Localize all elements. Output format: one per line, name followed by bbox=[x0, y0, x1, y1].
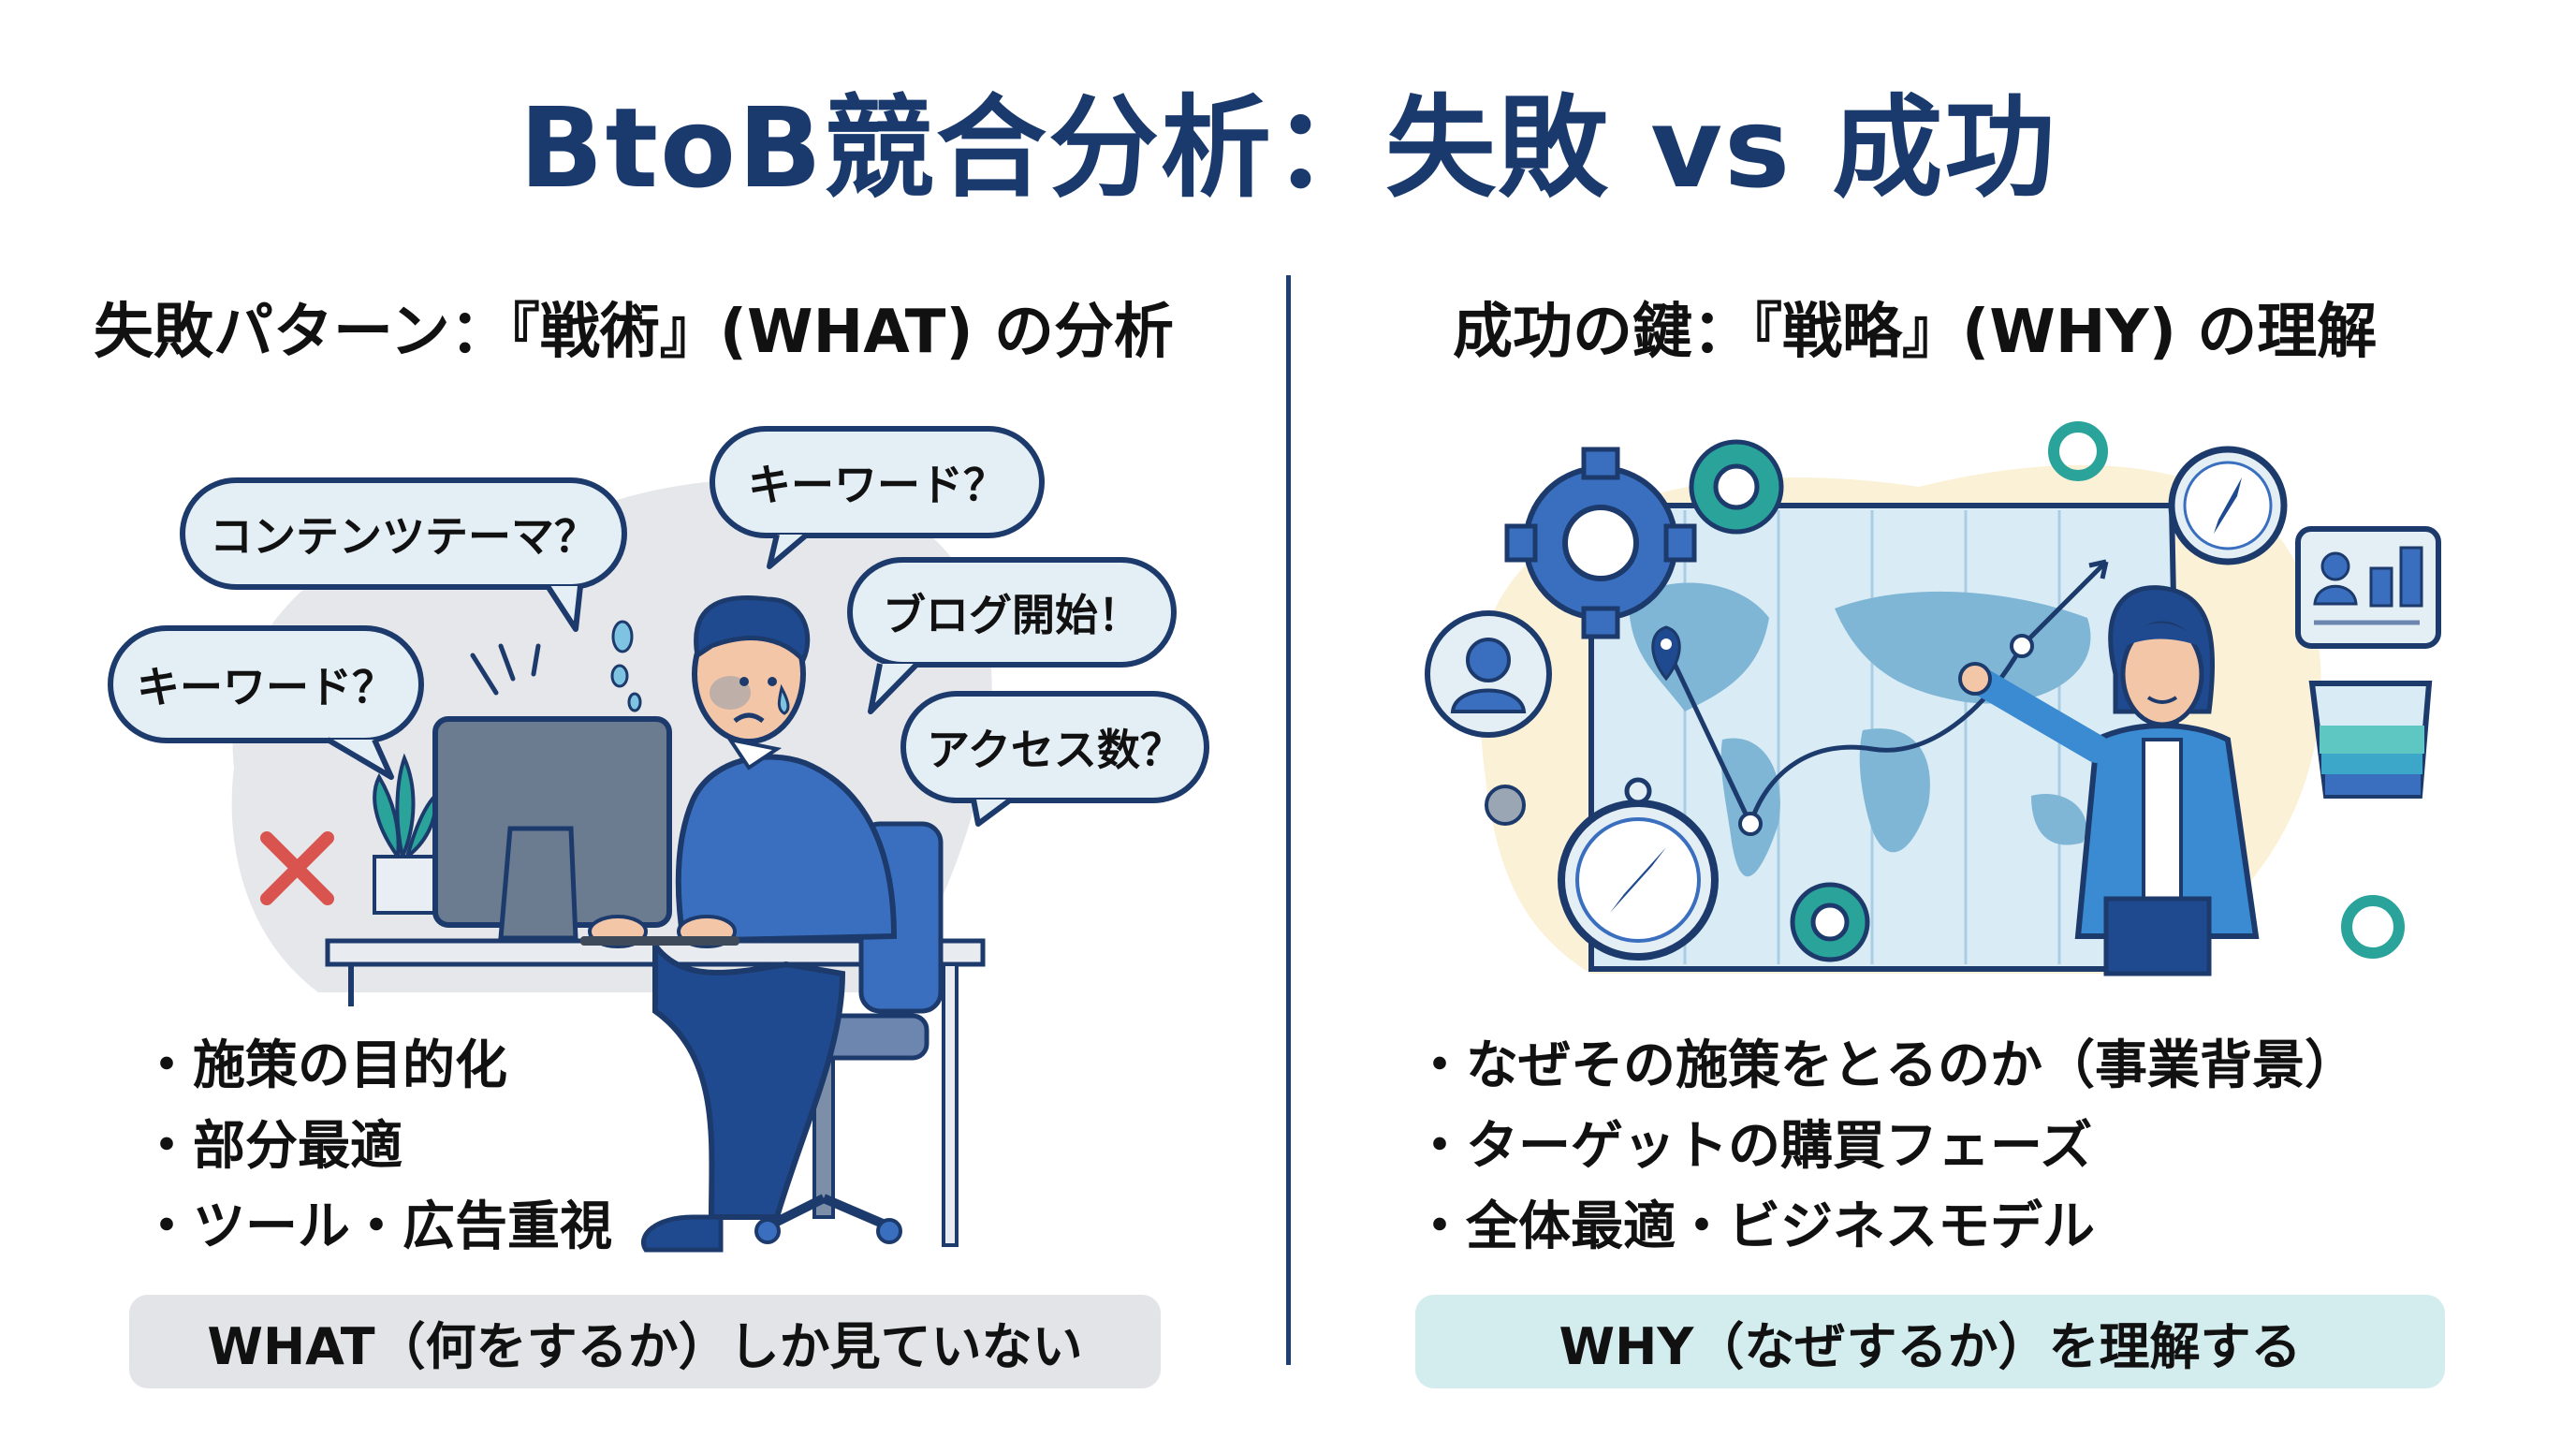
person-icon bbox=[1425, 610, 1552, 738]
right-bullet-item: 全体最適・ビジネスモデル bbox=[1413, 1187, 2357, 1268]
speech-bubble-tails bbox=[326, 532, 1013, 827]
left-bullet-item: 施策の目的化 bbox=[140, 1026, 612, 1107]
x-mark-icon bbox=[260, 831, 334, 905]
left-bullet-item: 部分最適 bbox=[140, 1107, 612, 1187]
stressed-worker-illustration bbox=[231, 479, 992, 1253]
chart-bubble-icon bbox=[2295, 526, 2441, 649]
strategy-map-illustration bbox=[1425, 421, 2441, 976]
compass-icon bbox=[1558, 777, 1719, 961]
sweat-drops-icon bbox=[610, 620, 642, 712]
right-bullet-item: なぜその施策をとるのか（事業背景） bbox=[1413, 1026, 2357, 1107]
gear-icon bbox=[1504, 447, 1697, 639]
gear-icon bbox=[1790, 882, 1870, 962]
right-section-heading: 成功の鍵：『戦略』(WHY) の理解 bbox=[1453, 298, 2378, 367]
gear-icon bbox=[1689, 439, 1784, 535]
funnel-icon bbox=[2308, 681, 2433, 799]
left-section-heading: 失敗パターン：『戦術』(WHAT) の分析 bbox=[94, 298, 1174, 367]
speech-bubble-content-theme: コンテンツテーマ？ bbox=[180, 477, 627, 590]
left-bullet-item: ツール・広告重視 bbox=[140, 1187, 612, 1268]
woman-presenter-figure bbox=[1958, 585, 2260, 976]
compass-icon bbox=[2168, 446, 2288, 565]
page-title: BtoB競合分析：失敗 vs 成功 bbox=[519, 83, 2057, 213]
speech-bubble-keyword-top: キーワード？ bbox=[710, 426, 1045, 538]
center-divider bbox=[1286, 275, 1291, 1365]
left-bullet-list: 施策の目的化 部分最適 ツール・広告重視 bbox=[140, 1026, 612, 1268]
speech-bubble-access-count: アクセス数？ bbox=[900, 691, 1209, 803]
right-bullet-item: ターゲットの購買フェーズ bbox=[1413, 1107, 2357, 1187]
node-dot bbox=[1485, 785, 1526, 826]
speech-bubble-keyword-left: キーワード？ bbox=[108, 625, 424, 743]
ring-decoration bbox=[2048, 421, 2108, 481]
location-pin-icon bbox=[1651, 625, 1681, 682]
man-figure bbox=[580, 595, 898, 1253]
right-bullet-list: なぜその施策をとるのか（事業背景） ターゲットの購買フェーズ 全体最適・ビジネス… bbox=[1413, 1026, 2357, 1268]
monitor-icon bbox=[432, 716, 672, 941]
stress-lines bbox=[470, 643, 541, 696]
world-map-icon bbox=[1588, 503, 2185, 972]
plant-icon bbox=[373, 753, 438, 915]
left-summary-banner: WHAT（何をするか）しか見ていない bbox=[129, 1295, 1161, 1388]
right-summary-banner: WHY（なぜするか）を理解する bbox=[1415, 1295, 2445, 1388]
sweat-drop-icon bbox=[777, 683, 790, 715]
ring-decoration bbox=[2341, 895, 2405, 959]
speech-bubble-blog-start: ブログ開始！ bbox=[847, 557, 1177, 668]
